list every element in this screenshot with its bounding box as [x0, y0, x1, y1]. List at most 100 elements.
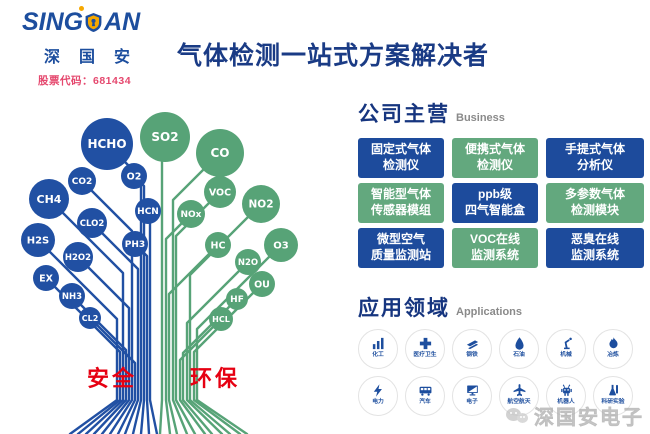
page-title: 气体检测一站式方案解决者: [177, 42, 490, 70]
application-machinery: 机械: [546, 329, 586, 369]
lab-flask-icon: [606, 383, 621, 398]
stock-code: 股票代码：681434: [38, 75, 132, 87]
steel-beam-icon: [465, 336, 480, 351]
robot-arm-icon: [559, 336, 574, 351]
branch-line: [36, 238, 119, 434]
svg-text:NO2: NO2: [248, 199, 273, 211]
branch-line: [178, 317, 223, 434]
applications-grid: 化工 医疗卫生 钢铁 石油 机械 冶炼 电力 汽车: [358, 329, 640, 416]
gas-node-ch4: CH4: [29, 179, 69, 219]
business-item-multi-param-module: 多参数气体检测模块: [546, 183, 644, 223]
svg-text:NOx: NOx: [181, 210, 202, 220]
branch-line: [167, 243, 220, 434]
application-oil: 石油: [499, 329, 539, 369]
branch-line: [76, 255, 131, 434]
gas-node-hcho: HCHO: [81, 118, 133, 170]
business-item-fixed-detector: 固定式气体检测仪: [358, 138, 444, 178]
applications-section-heading: 应用领域 Applications: [358, 292, 522, 322]
gas-node-h2s: H2S: [21, 223, 55, 257]
safety-label: 安全: [87, 366, 138, 391]
gas-node-no2: NO2: [242, 185, 280, 223]
svg-text:H2O2: H2O2: [65, 253, 91, 263]
application-electronics: 电子: [452, 376, 492, 416]
branch-line: [164, 212, 193, 434]
svg-text:CLO2: CLO2: [80, 219, 105, 229]
gas-node-hf: HF: [226, 288, 248, 310]
business-item-voc-online-system: VOC在线监测系统: [452, 228, 538, 268]
svg-text:O3: O3: [273, 241, 289, 252]
brand-cn-char: 安: [113, 49, 130, 66]
application-automotive: 汽车: [405, 376, 445, 416]
application-robotics: 机器人: [546, 376, 586, 416]
gas-node-ou: OU: [249, 271, 275, 297]
brand-cn-char: 国: [78, 49, 95, 66]
bus-icon: [418, 383, 433, 398]
application-research: 科研实验: [593, 376, 633, 416]
svg-text:HCHO: HCHO: [87, 137, 126, 151]
flame-icon: [606, 336, 621, 351]
application-chemical: 化工: [358, 329, 398, 369]
watermark: 深国安电子: [506, 401, 644, 430]
svg-text:VOC: VOC: [209, 187, 231, 198]
shield-icon: [84, 12, 103, 38]
gas-node-o2: O2: [121, 163, 147, 189]
svg-text:CL2: CL2: [82, 314, 99, 323]
gas-node-voc: VOC: [204, 176, 236, 208]
svg-text:SO2: SO2: [151, 130, 178, 144]
brand-wordmark: SING AN: [22, 6, 152, 38]
brand-chinese-name: 深 国 安: [44, 43, 130, 67]
business-item-handheld-analyzer: 手提式气体分析仪: [546, 138, 644, 178]
branch-line: [185, 260, 250, 434]
bar-chart-icon: [371, 336, 386, 351]
branch-line: [181, 297, 239, 434]
medical-cross-icon: [418, 336, 433, 351]
business-item-ppb-smart-box: ppb级四气智能盒: [452, 183, 538, 223]
branch-line: [80, 179, 134, 434]
svg-text:HC: HC: [211, 240, 226, 251]
gas-node-co: CO: [196, 129, 244, 177]
applications-heading-cn: 应用领域: [358, 297, 450, 320]
branch-line: [90, 221, 140, 434]
watermark-text: 深国安电子: [534, 407, 644, 430]
wechat-icon: [506, 406, 530, 426]
svg-text:PH3: PH3: [125, 240, 145, 250]
svg-text:HF: HF: [230, 295, 244, 305]
branch-line: [158, 135, 167, 434]
gas-node-nox: NOx: [177, 200, 205, 228]
business-heading-en: Business: [456, 112, 505, 124]
application-aerospace: 航空航天: [499, 376, 539, 416]
lightning-bolt-icon: [371, 383, 386, 398]
business-item-portable-detector: 便携式气体检测仪: [452, 138, 538, 178]
brand-text-left: SING: [22, 8, 84, 36]
branch-line: [195, 243, 283, 434]
brand-text-right: AN: [104, 8, 141, 36]
business-item-odor-online-system: 恶臭在线监测系统: [546, 228, 644, 268]
application-medical: 医疗卫生: [405, 329, 445, 369]
business-grid: 固定式气体检测仪 便携式气体检测仪 手提式气体分析仪 智能型气体传感器模组 pp…: [358, 138, 644, 268]
branch-line: [146, 209, 159, 434]
gas-node-cl2: CL2: [79, 307, 101, 329]
svg-text:H2S: H2S: [27, 236, 50, 247]
brand-accent-dot: [79, 6, 84, 11]
svg-text:CO: CO: [210, 146, 229, 160]
svg-text:OU: OU: [254, 279, 270, 290]
gas-node-clo2: CLO2: [77, 208, 107, 238]
monitor-icon: [465, 383, 480, 398]
svg-text:CH4: CH4: [37, 193, 62, 206]
gas-node-h2o2: H2O2: [63, 242, 93, 272]
svg-text:HCL: HCL: [212, 315, 230, 324]
svg-text:NH3: NH3: [62, 292, 82, 302]
gas-node-ph3: PH3: [122, 231, 148, 257]
company-logo: SING AN 深 国 安 股票代码：681434: [22, 6, 152, 88]
applications-heading-en: Applications: [456, 306, 523, 318]
svg-text:CO2: CO2: [72, 177, 93, 187]
business-item-smart-sensor-module: 智能型气体传感器模组: [358, 183, 444, 223]
environment-label: 环保: [190, 366, 241, 391]
gas-node-o3: O3: [264, 228, 298, 262]
oil-drop-icon: [512, 336, 527, 351]
svg-text:EX: EX: [39, 273, 53, 284]
gas-node-n2o: N2O: [235, 249, 261, 275]
gas-node-hcn: HCN: [135, 198, 161, 224]
gas-node-nh3: NH3: [59, 283, 85, 309]
